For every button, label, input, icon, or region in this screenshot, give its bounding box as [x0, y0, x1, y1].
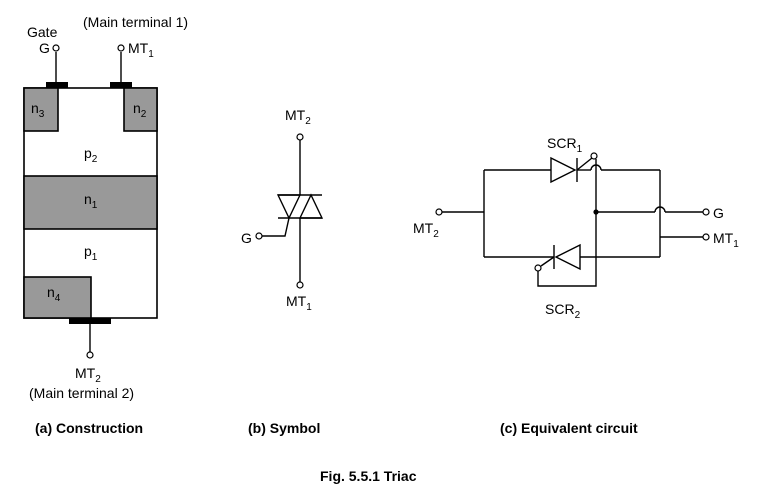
gate-crossover [654, 206, 666, 213]
n1-region [23, 175, 158, 230]
symbol-mt1-terminal [296, 281, 304, 289]
symbol-mt2-label: MT2 [285, 107, 311, 127]
mt2-terminal [86, 351, 94, 359]
symbol-gate-label: G [241, 230, 252, 246]
symbol-gate-terminal [255, 232, 263, 240]
eq-mt1-label: MT1 [713, 230, 739, 250]
mt1-terminal [117, 44, 125, 52]
scr2-gate-lead [540, 256, 555, 267]
mt2-note: (Main terminal 2) [29, 385, 134, 401]
eq-gate-label: G [713, 205, 724, 221]
scr2-gate-return [537, 257, 597, 287]
n3-label: n3 [31, 100, 45, 120]
gate-terminal [52, 44, 60, 52]
scr1-triangle [550, 156, 577, 184]
construction-caption: (a) Construction [35, 420, 143, 436]
gate-label: G [39, 40, 50, 56]
symbol-triangle-down [276, 194, 302, 220]
symbol-mt2-terminal [296, 133, 304, 141]
n3-region [23, 87, 59, 132]
construction-diagram: Gate G (Main terminal 1) MT1 n3 n2 p2 n1… [23, 14, 188, 436]
gate-contact [46, 82, 68, 88]
mt1-contact [110, 82, 132, 88]
symbol-triangle-up [298, 193, 324, 219]
n2-label: n2 [133, 100, 147, 120]
equivalent-caption: (c) Equivalent circuit [500, 420, 638, 436]
symbol-mt1-label: MT1 [286, 293, 312, 313]
mt2-label: MT2 [75, 365, 101, 385]
n4-label: n4 [47, 284, 61, 304]
p2-label: p2 [84, 145, 98, 165]
symbol-gate-lead [262, 217, 290, 237]
scr1-label: SCR1 [547, 135, 583, 155]
eq-mt2-terminal [435, 208, 443, 216]
scr2-label: SCR2 [545, 301, 581, 321]
eq-mt1-terminal [702, 233, 710, 241]
n2-region [123, 87, 158, 132]
n4-region [23, 276, 92, 319]
scr1-gate-lead [576, 157, 593, 171]
figure-caption: Fig. 5.5.1 Triac [320, 468, 417, 484]
p1-label: p1 [84, 243, 98, 263]
scr2-triangle [554, 243, 581, 271]
mt1-note: (Main terminal 1) [83, 14, 188, 30]
symbol-caption: (b) Symbol [248, 420, 320, 436]
scr2-gate-terminal [534, 264, 542, 272]
eq-gate-terminal [702, 208, 710, 216]
scr1-gate-terminal [590, 152, 598, 160]
eq-mt2-label: MT2 [413, 220, 439, 240]
n1-label: n1 [84, 191, 98, 211]
gate-top-label: Gate [27, 24, 58, 40]
symbol-diagram: MT2 MT1 G (b) Symbol [241, 107, 324, 436]
mt2-contact [69, 318, 111, 324]
mt1-label: MT1 [128, 40, 154, 60]
equivalent-circuit: MT2 MT1 SCR1 SCR2 G (c) Equivalent [413, 135, 739, 436]
